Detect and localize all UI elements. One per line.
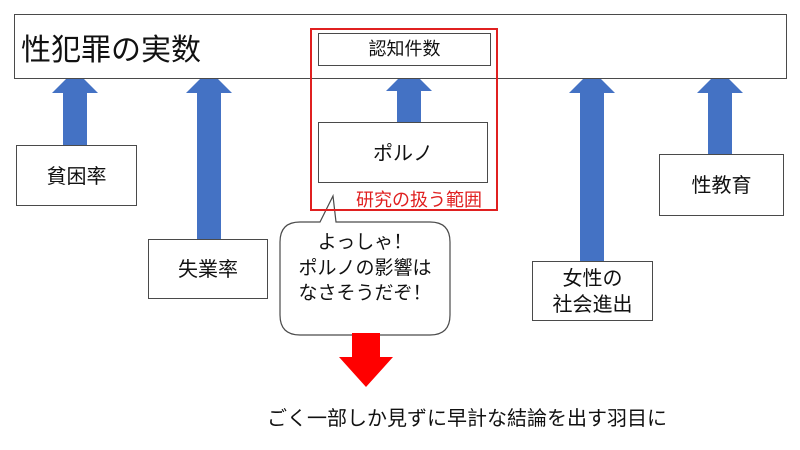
- up-arrow-porn: [386, 68, 432, 130]
- women-in-society-label: 女性の 社会進出: [552, 266, 633, 316]
- poverty-rate-box: 貧困率: [16, 145, 137, 206]
- research-scope-label: 研究の扱う範囲: [356, 190, 482, 211]
- speech-bubble-text: よっしゃ！ ポルノの影響は なさそうだぞ！: [298, 231, 432, 305]
- unemployment-rate-box: 失業率: [148, 239, 268, 299]
- recognized-cases-box: 認知件数: [318, 33, 491, 66]
- sex-education-label: 性教育: [691, 173, 752, 197]
- porn-box: ポルノ: [318, 122, 488, 183]
- unemployment-rate-label: 失業率: [178, 257, 238, 281]
- sex-education-box: 性教育: [659, 154, 784, 216]
- recognized-cases-label: 認知件数: [368, 38, 441, 60]
- speech-bubble-shape: [279, 193, 451, 336]
- up-arrow-unemployment: [186, 70, 232, 246]
- women-in-society-box: 女性の 社会進出: [532, 261, 653, 321]
- down-arrow-conclusion: [339, 333, 393, 387]
- diagram-title: 性犯罪の実数: [21, 32, 201, 68]
- up-arrow-poverty: [52, 70, 98, 152]
- porn-label: ポルノ: [373, 140, 433, 165]
- poverty-rate-label: 貧困率: [46, 163, 107, 188]
- conclusion-text: ごく一部しか見ずに早計な結論を出す羽目に: [267, 406, 667, 430]
- up-arrow-women-in-society: [569, 70, 615, 261]
- up-arrow-sex-education: [697, 70, 743, 162]
- research-scope-frame: [310, 28, 498, 211]
